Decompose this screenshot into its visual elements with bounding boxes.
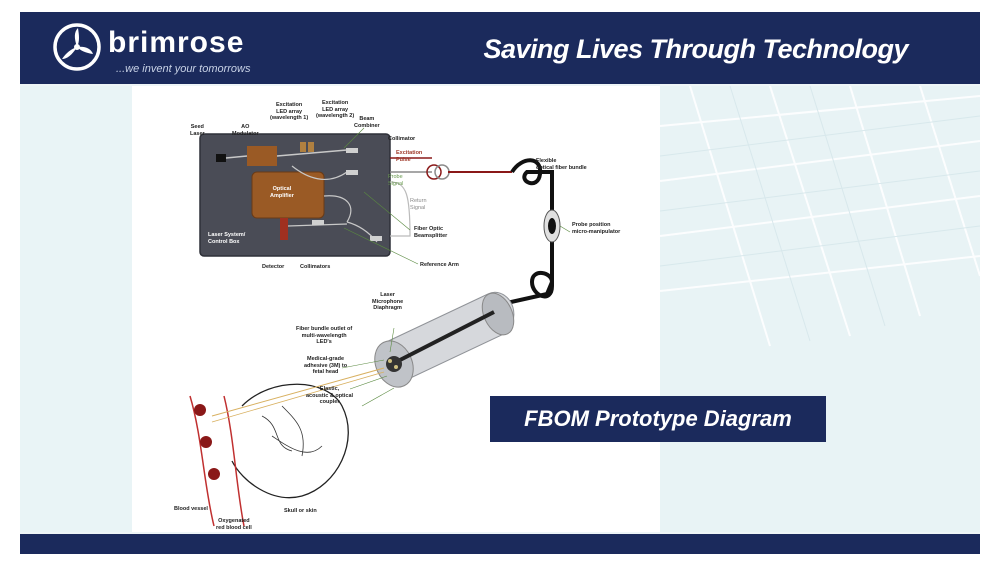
brimrose-logo-icon [53, 23, 101, 71]
brand-tagline: ...we invent your tomorrows [116, 63, 251, 75]
header-bar: brimrose ...we invent your tomorrows Sav… [20, 12, 980, 84]
slide: brimrose ...we invent your tomorrows Sav… [20, 12, 980, 554]
header-tagline: Saving Lives Through Technology [483, 34, 908, 64]
skull-outline [231, 383, 349, 499]
seed-laser [216, 154, 226, 162]
background-panel-left [20, 86, 132, 532]
label-collimators: Collimators [300, 264, 331, 270]
ao-modulator [247, 146, 277, 166]
label-reference-arm: Reference Arm [420, 262, 459, 268]
label-detector: Detector [262, 264, 285, 270]
red-blood-cell [194, 404, 206, 416]
label-blood-vessel: Blood vessel [174, 506, 208, 512]
brand-name: brimrose [108, 26, 245, 59]
red-blood-cell [200, 436, 212, 448]
footer-bar [20, 534, 980, 554]
diagram-caption: FBOM Prototype Diagram [490, 396, 826, 442]
label-collimator: Collimator [388, 136, 416, 142]
red-blood-cell [208, 468, 220, 480]
blood-vessel [189, 395, 245, 527]
label-skull: Skull or skin [284, 508, 317, 514]
grid-background [660, 86, 980, 532]
fbom-diagram [189, 127, 571, 527]
detector [280, 218, 288, 240]
label-laser-system: Laser System/Control Box [208, 232, 246, 245]
probe-cylinder [374, 291, 515, 388]
